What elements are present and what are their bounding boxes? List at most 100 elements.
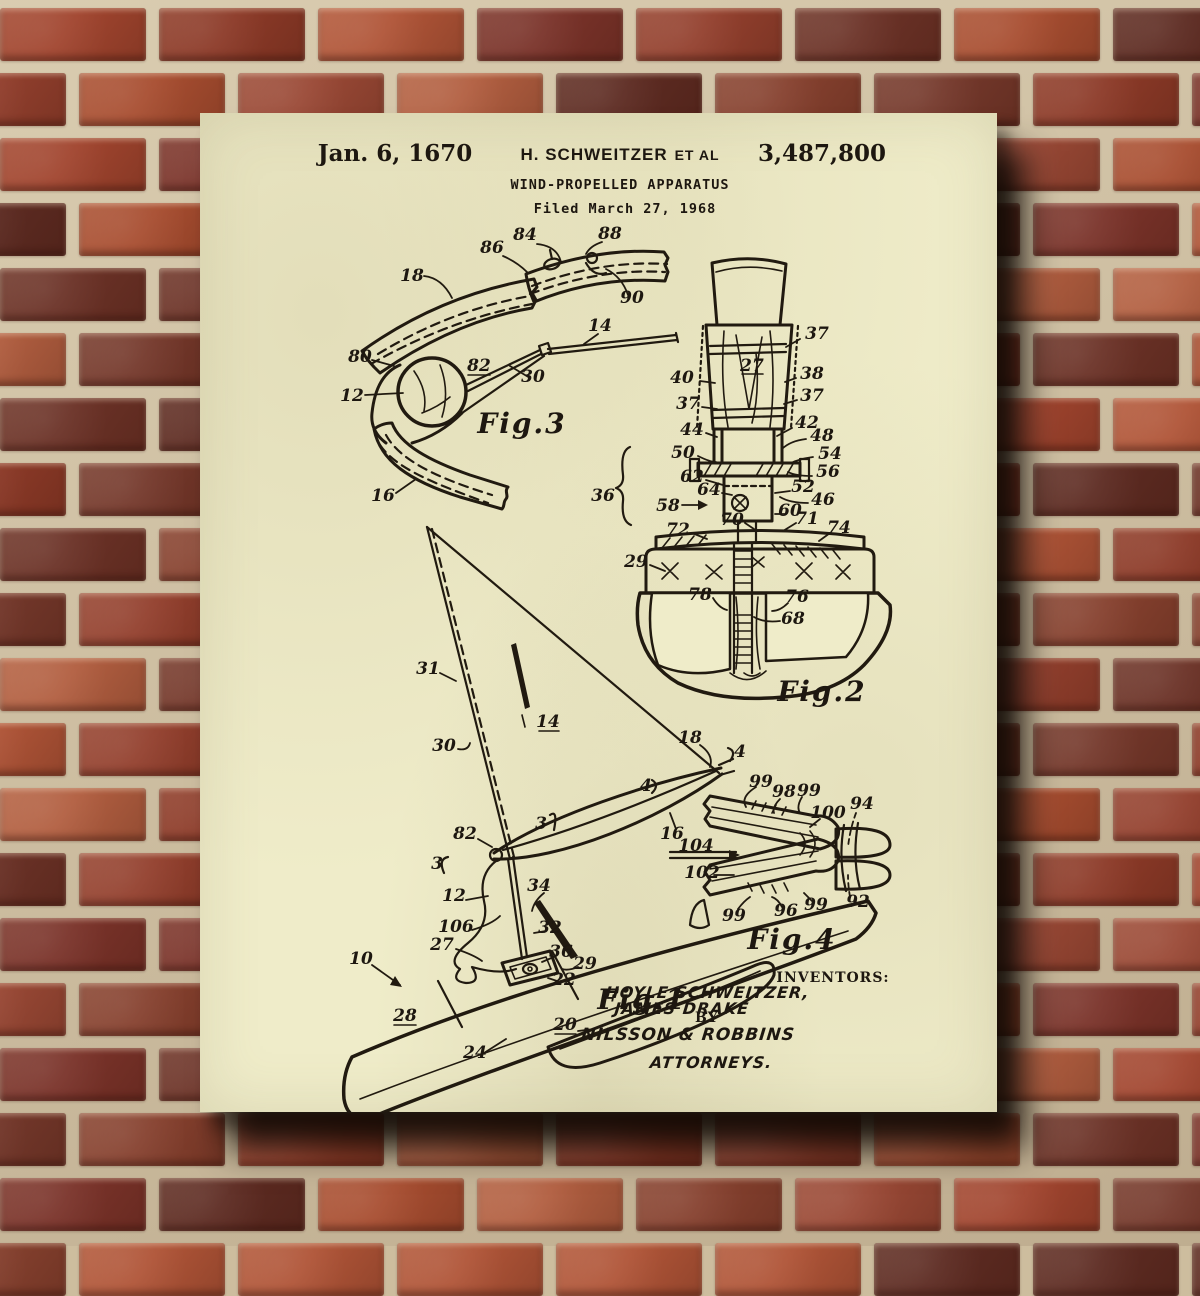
fig2-caption: Fig.2 [776, 675, 866, 708]
fig2-labels: 37 40 27 38 37 37 44 42 48 50 54 62 56 6… [591, 324, 866, 708]
brick [636, 8, 782, 61]
fig1-label-24: 24 [462, 1043, 487, 1063]
brick [79, 1243, 225, 1296]
fig1-label-4b: 4 [640, 776, 652, 796]
brick [1033, 333, 1179, 386]
fig4-label-99a: 99 [749, 772, 773, 792]
brick [1113, 1178, 1200, 1231]
fig3-label-82: 82 [466, 356, 491, 376]
fig2-label-52: 52 [791, 477, 815, 497]
fig2-label-74: 74 [827, 518, 851, 538]
fig1-labels: 31 30 14 18 4 4 82 3 3 12 106 27 34 32 3… [349, 659, 746, 1063]
fig1-label-36: 36 [549, 942, 573, 962]
brick [0, 8, 146, 61]
fig1-label-4a: 4 [734, 742, 746, 762]
brick [1033, 73, 1179, 126]
fig2-label-40: 40 [670, 368, 694, 388]
brick [0, 528, 146, 581]
fig3-labels: 18 86 84 88 90 14 80 82 30 12 16 Fig.3 [340, 224, 644, 506]
brick [79, 73, 225, 126]
brick [0, 1178, 146, 1231]
brick [1033, 1243, 1179, 1296]
fig1-label-28: 28 [392, 1006, 417, 1026]
brick [1113, 528, 1200, 581]
fig2-label-44: 44 [680, 420, 704, 440]
brick [397, 1243, 543, 1296]
brick [238, 1243, 384, 1296]
brick [1033, 593, 1179, 646]
brick [1033, 853, 1179, 906]
patent-filed-date: Filed March 27, 1968 [534, 201, 717, 217]
fig2-label-54: 54 [818, 444, 842, 464]
credits-by: BY [695, 1010, 719, 1026]
fig1-label-18: 18 [678, 728, 702, 748]
fig4-label-102: 102 [684, 863, 720, 883]
fig4-label-94: 94 [850, 794, 874, 814]
fig4-label-92: 92 [846, 892, 870, 912]
brick [0, 203, 66, 256]
brick [0, 983, 66, 1036]
brick [1192, 853, 1200, 906]
brick [874, 1243, 1020, 1296]
brick [0, 853, 66, 906]
brick [397, 1113, 543, 1166]
fig2-label-76: 76 [785, 587, 809, 607]
fig4-labels: 99 98 99 100 94 104 102 99 96 99 92 Fig.… [678, 772, 874, 956]
brick [556, 1243, 702, 1296]
fig2-label-62: 62 [680, 467, 704, 487]
brick [1192, 463, 1200, 516]
fig2-label-72: 72 [666, 520, 690, 540]
brick [1033, 203, 1179, 256]
fig4-label-96: 96 [774, 901, 798, 921]
brick [0, 723, 66, 776]
inventor-name-1: HOYLE SCHWEITZER, [604, 983, 810, 1002]
fig3-label-30: 30 [521, 367, 545, 387]
brick [0, 463, 66, 516]
fig2-label-78: 78 [688, 585, 712, 605]
fig2-label-56: 56 [816, 462, 840, 482]
fig1-label-22: 22 [551, 970, 576, 990]
brick [1113, 1048, 1200, 1101]
patent-number: 3,487,800 [758, 140, 886, 167]
patent-date: Jan. 6, 1670 [316, 140, 473, 167]
fig3-caption: Fig.3 [476, 407, 566, 440]
fig1-label-14: 14 [536, 712, 560, 732]
fig1-label-3b: 3 [431, 854, 443, 874]
brick [715, 1243, 861, 1296]
fig4-label-99d: 99 [804, 895, 828, 915]
brick [1192, 723, 1200, 776]
fig4-label-99c: 99 [722, 906, 746, 926]
brick [556, 1113, 702, 1166]
inventors-heading: INVENTORS: [776, 970, 889, 986]
fig1-label-3a: 3 [535, 814, 547, 834]
fig1-label-29: 29 [572, 954, 597, 974]
brick [1113, 658, 1200, 711]
fig1-label-31: 31 [416, 659, 440, 679]
fig1-caption: Fig.1 [596, 983, 686, 1016]
brick [1192, 983, 1200, 1036]
fig2-label-60: 60 [778, 501, 802, 521]
brick [0, 658, 146, 711]
fig2-label-38: 38 [800, 364, 824, 384]
fig3-label-88: 88 [597, 224, 622, 244]
fig2-label-64: 64 [697, 480, 721, 500]
brick [1033, 1113, 1179, 1166]
brick [1113, 918, 1200, 971]
fig2-label-36: 36 [591, 486, 615, 506]
fig2-label-37b: 37 [676, 394, 700, 414]
credits-block: INVENTORS: HOYLE SCHWEITZER, JAMES DRAKE… [580, 970, 889, 1072]
fig3-label-86: 86 [479, 238, 504, 258]
inventor-name-2: JAMES DRAKE [611, 999, 750, 1018]
brick [159, 8, 305, 61]
fig3-label-90: 90 [620, 288, 644, 308]
brick [0, 333, 66, 386]
fig1-label-32: 32 [538, 918, 562, 938]
fig2-label-37c: 37 [800, 386, 824, 406]
fig2-label-48: 48 [810, 426, 834, 446]
fig3-label-18: 18 [400, 266, 424, 286]
brick [795, 8, 941, 61]
fig2-label-68: 68 [781, 609, 805, 629]
